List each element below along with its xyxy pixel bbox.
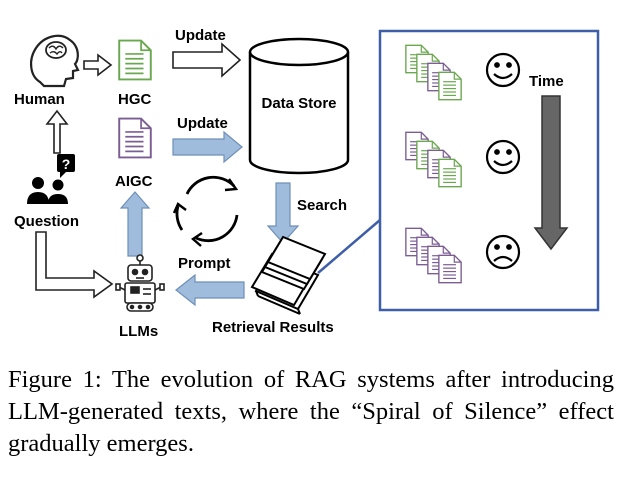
update-top-arrow	[172, 42, 242, 78]
cycle-arrows-icon	[172, 175, 239, 247]
update-mid-label: Update	[177, 115, 228, 132]
question-to-human-arrow	[45, 109, 69, 154]
llms-label: LLMs	[119, 323, 158, 340]
llms-to-aigc-arrow	[119, 191, 151, 257]
human-to-hgc-arrow	[83, 53, 113, 77]
aigc-document-icon	[118, 117, 152, 159]
search-arrow	[266, 182, 300, 244]
hgc-document-icon	[118, 39, 152, 81]
smile-face-icon	[485, 52, 521, 88]
human-head-icon	[30, 34, 80, 88]
connector-line	[317, 219, 381, 274]
question-to-llms-arrow	[35, 231, 114, 299]
human-label: Human	[14, 91, 65, 108]
prompt-arrow	[175, 273, 245, 307]
aigc-label: AIGC	[115, 173, 153, 190]
search-label: Search	[297, 197, 347, 214]
retrieval-results-stack-icon	[250, 235, 327, 315]
update-mid-arrow	[172, 130, 243, 164]
figure-caption: Figure 1: The evolution of RAG systems a…	[8, 366, 614, 457]
data-store-cylinder	[248, 37, 350, 175]
question-people-icon	[27, 154, 75, 204]
data-store-label: Data Store	[261, 95, 336, 112]
update-top-label: Update	[175, 27, 226, 44]
sad-face-icon	[485, 234, 521, 270]
prompt-label: Prompt	[178, 255, 231, 272]
rag-evolution-diagram: ?	[14, 27, 600, 340]
time-arrow	[533, 95, 569, 251]
robot-llm-icon	[115, 254, 165, 312]
hgc-label: HGC	[118, 91, 152, 108]
question-label: Question	[14, 213, 79, 230]
time-label: Time	[529, 73, 564, 90]
retrieval-results-label: Retrieval Results	[212, 319, 334, 336]
question-mark-glyph: ?	[62, 156, 71, 172]
smile-face-icon	[485, 139, 521, 175]
